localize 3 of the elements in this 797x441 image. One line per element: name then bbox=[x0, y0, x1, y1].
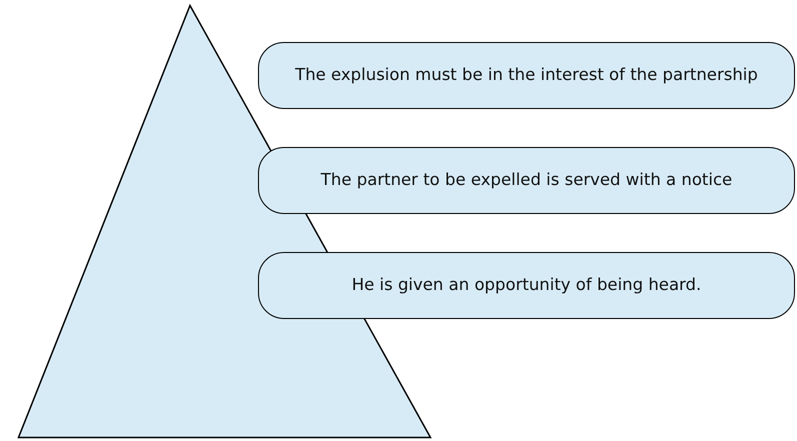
rounded-text-box: He is given an opportunity of being heard. bbox=[258, 252, 795, 319]
rounded-text-box: The explusion must be in the interest of the partnership bbox=[258, 42, 795, 109]
rounded-text-box: The partner to be expelled is served with a notice bbox=[258, 147, 795, 214]
